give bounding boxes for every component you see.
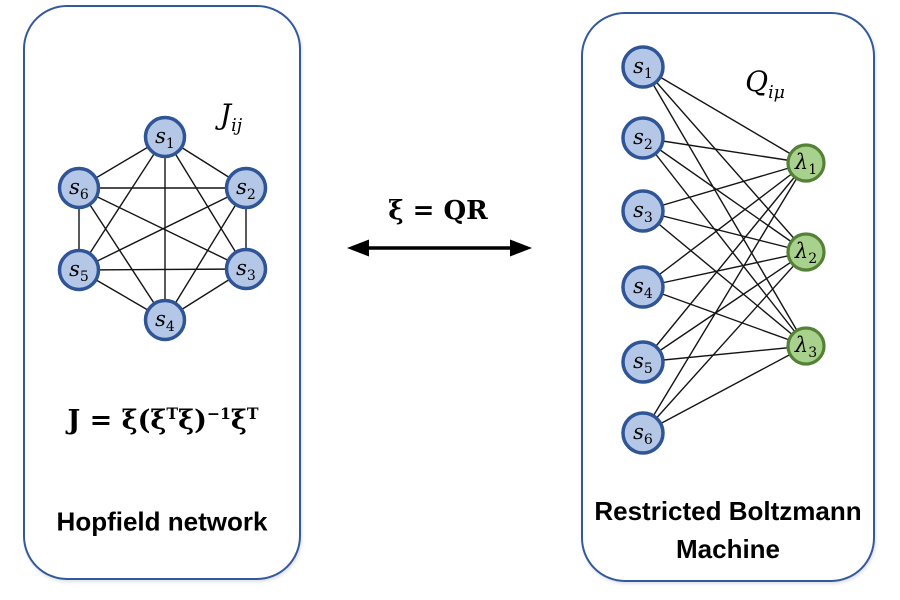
rbm-title: Restricted Boltzmann Machine bbox=[594, 496, 862, 564]
arrow-head-left bbox=[347, 239, 369, 257]
coupling-matrix-label: Jij bbox=[219, 98, 243, 136]
bidirectional-arrow bbox=[347, 239, 532, 257]
qr-decomposition-label: ξ = QR bbox=[388, 196, 488, 226]
rbm-weights-label: Qiμ bbox=[745, 65, 785, 103]
hopfield-title: Hopfield network bbox=[56, 506, 268, 537]
arrow-head-right bbox=[510, 239, 532, 257]
pseudoinverse-formula: J = ξ(ξTξ)−1ξT bbox=[67, 404, 259, 436]
hopfield-panel bbox=[23, 5, 301, 580]
